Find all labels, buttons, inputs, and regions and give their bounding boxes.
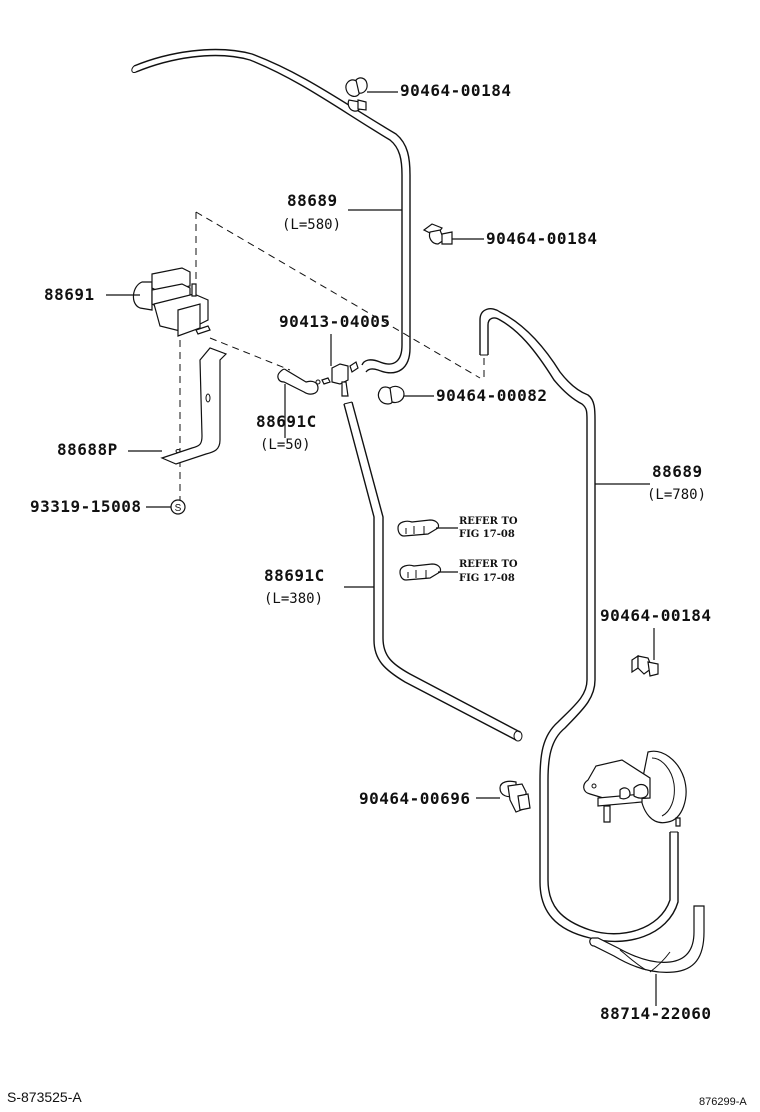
label-hose-right: 88689 xyxy=(652,462,703,481)
label-clip-mid: 90464-00082 xyxy=(436,386,548,405)
label-connector: 90413-04005 xyxy=(279,312,391,331)
label-hose-upper: 88689 xyxy=(287,191,338,210)
clamp-ref-icon-1[interactable] xyxy=(397,519,440,537)
label-hose-long-length: (L=380) xyxy=(264,591,324,607)
label-bracket: 88688P xyxy=(57,440,118,459)
footer-left-code: S-873525-A xyxy=(7,1089,82,1105)
hose-88691c-short[interactable] xyxy=(277,368,321,395)
footer-right-code: 876299-A xyxy=(699,1096,747,1108)
label-hose-right-length: (L=780) xyxy=(647,487,707,503)
connector-90413-icon[interactable] xyxy=(321,361,359,397)
alignment-dashed-lines xyxy=(179,211,485,500)
clip-icon-top[interactable] xyxy=(345,77,368,112)
hose-88689-right[interactable] xyxy=(479,308,679,942)
label-hose-long: 88691C xyxy=(264,566,325,585)
label-hose-short-length: (L=50) xyxy=(260,437,311,453)
label-hose-short: 88691C xyxy=(256,412,317,431)
diaphragm-assembly-icon[interactable] xyxy=(583,750,687,827)
clamp-lower-icon[interactable] xyxy=(499,780,531,813)
clamp-ref-icon-2[interactable] xyxy=(399,563,442,581)
bolt-s-icon[interactable]: S xyxy=(170,499,186,515)
label-clamp-ref-2-line2: FIG 17-08 xyxy=(459,573,515,584)
hose-88691c-long[interactable] xyxy=(343,401,523,742)
clip-icon-right[interactable] xyxy=(631,654,659,677)
label-protector: 88714-22060 xyxy=(600,1004,712,1023)
protector-88714-icon[interactable] xyxy=(589,905,705,973)
clip-icon-mid[interactable] xyxy=(377,385,405,405)
label-clamp-ref-2-line1: REFER TO xyxy=(459,559,518,570)
label-clip-top: 90464-00184 xyxy=(400,81,512,100)
label-clip-upper-right: 90464-00184 xyxy=(486,229,598,248)
bracket-88688p-icon[interactable] xyxy=(160,347,228,465)
label-clamp-lower: 90464-00696 xyxy=(359,789,471,808)
label-clip-right: 90464-00184 xyxy=(600,606,712,625)
label-hose-upper-length: (L=580) xyxy=(282,217,342,233)
label-clamp-ref-1-line1: REFER TO xyxy=(459,516,518,527)
label-bolt: 93319-15008 xyxy=(30,497,142,516)
clip-icon-upper-right[interactable] xyxy=(422,223,453,245)
svg-text:S: S xyxy=(175,503,182,514)
label-vsv: 88691 xyxy=(44,285,95,304)
label-clamp-ref-1-line2: FIG 17-08 xyxy=(459,529,515,540)
hose-88689-upper[interactable] xyxy=(131,48,411,374)
vsv-88691-icon[interactable] xyxy=(132,267,211,337)
